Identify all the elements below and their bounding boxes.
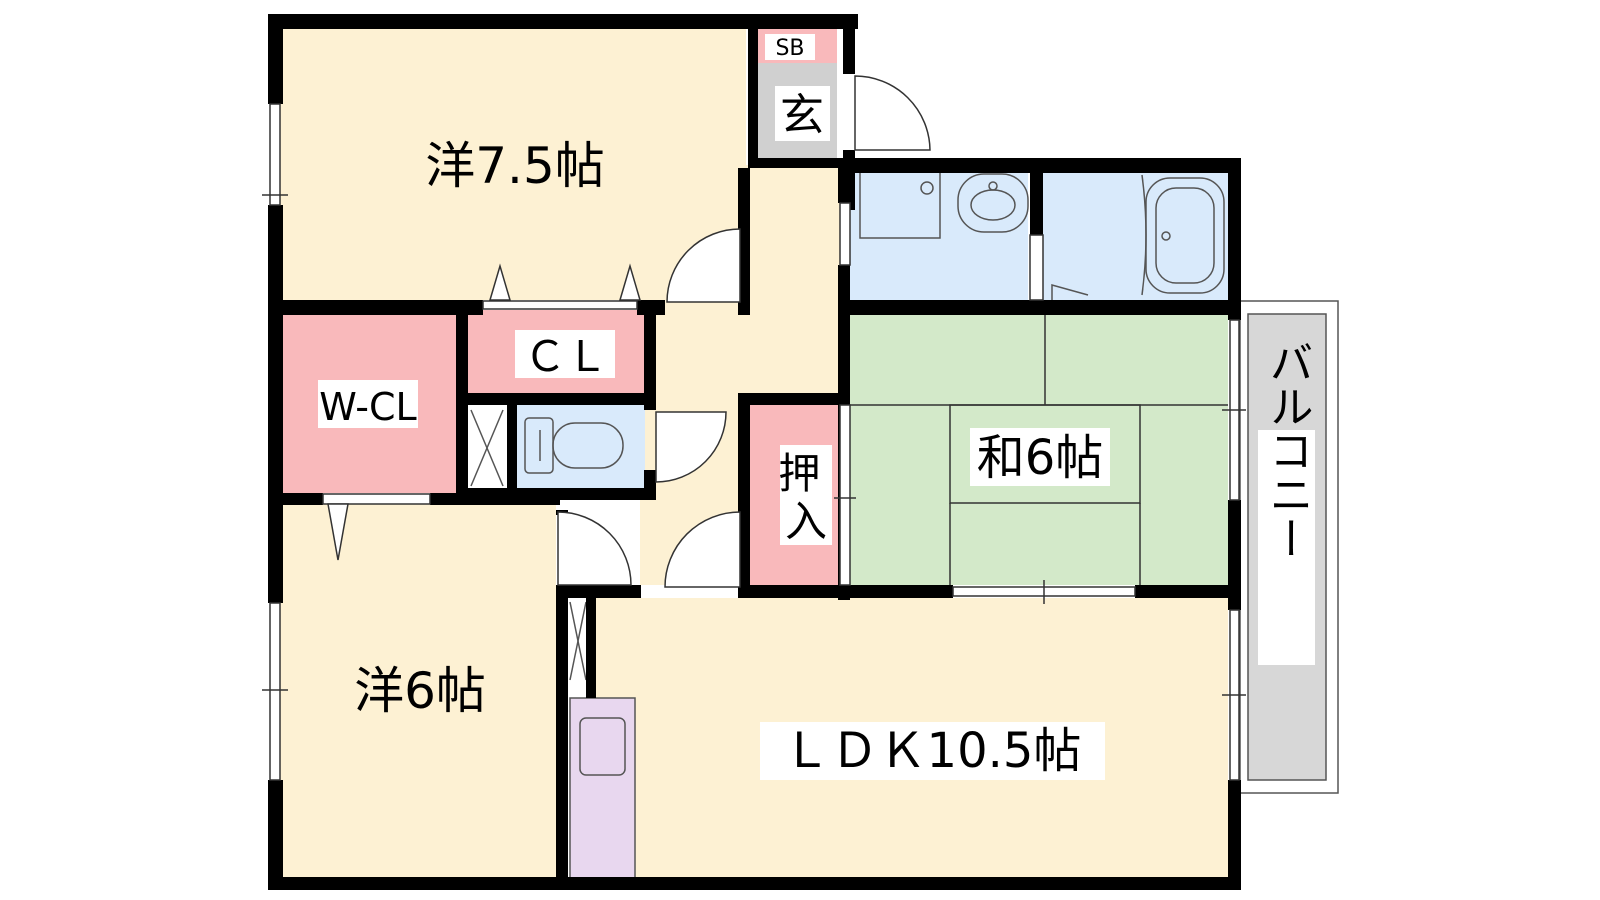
japanese-room-label: 和6帖 [977, 430, 1104, 486]
balcony-label: バルコニー [1262, 340, 1313, 560]
bath-room-floor [1038, 172, 1228, 300]
bath-door-icon [1051, 284, 1089, 300]
wash-door-icon [839, 202, 851, 266]
shoe-box-label: SB [775, 36, 804, 61]
stove-icon [579, 717, 626, 776]
closet-folding-door-icon [482, 300, 638, 310]
walk-in-closet-label: W-CL [319, 385, 416, 429]
washing-machine-icon [859, 172, 941, 239]
closet-label: ＣＬ [524, 332, 608, 381]
labels: 洋7.5帖 SB 玄 ＣＬ W-CL 押 入 和6帖 洋6帖 ＬＤＫ10.5帖 … [318, 34, 1315, 780]
bathroom-fixtures [859, 172, 1225, 300]
toilet-icon [524, 417, 624, 474]
bath-door-frame [1029, 234, 1044, 301]
room-floors [276, 28, 1339, 881]
oshiire-label: 押 入 [778, 449, 833, 546]
western-room-1-label: 洋7.5帖 [425, 137, 605, 195]
toilet-door-icon [655, 411, 727, 483]
western-1-door-icon [666, 228, 741, 303]
wash-room-floor [848, 172, 1028, 300]
oshiire-label-text: 押 [778, 449, 820, 498]
western-2-door-icon [557, 511, 632, 586]
doors [322, 75, 1044, 588]
storage-x-marks [470, 409, 587, 681]
windows [262, 103, 1246, 781]
drain-icon [920, 181, 934, 195]
wcl-door-icon [322, 493, 431, 505]
oshiire-label-text-2: 入 [785, 497, 827, 546]
western-room-2-floor [276, 495, 556, 880]
ldk-door-icon [664, 511, 741, 588]
oshiire-door-icon [839, 404, 851, 586]
ldk-label: ＬＤＫ10.5帖 [783, 723, 1082, 779]
western-room-2-label: 洋6帖 [354, 662, 486, 720]
tatami-lines [850, 310, 1228, 585]
entrance-door-icon [854, 75, 931, 151]
entrance-label: 玄 [780, 90, 824, 141]
sink-icon [957, 173, 1029, 233]
walls [268, 14, 1241, 890]
